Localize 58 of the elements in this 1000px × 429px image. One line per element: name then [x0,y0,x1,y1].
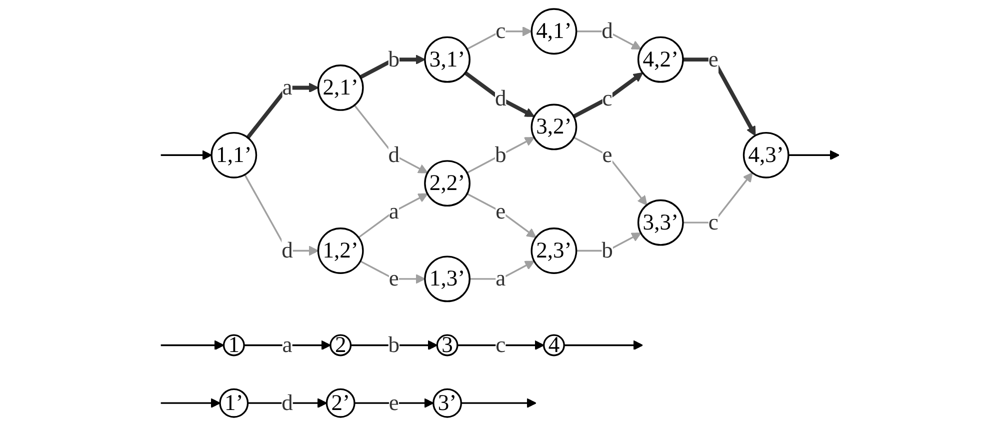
arrow [354,104,428,174]
edge-label: d [388,142,400,168]
edge-label: a [282,75,292,100]
edge-label: b [494,142,506,168]
edge-label: c [602,86,612,112]
arrow [457,340,544,350]
node-circle: 3’ [432,388,462,418]
node-circle: 2,2’ [424,160,470,207]
arrow [788,150,840,160]
node-circle: 2,3’ [530,228,578,274]
edge-label: e [496,199,506,224]
arrow [464,71,535,117]
arrow [683,58,756,136]
node-circle: 4 [542,334,565,356]
edge-label: c [496,18,506,44]
node-circle: 4,3’ [742,132,790,178]
arrow [160,340,224,350]
edge-label: b [388,47,400,72]
node-circle: 1’ [219,388,249,418]
edge-label: c [496,332,506,358]
arrow [244,340,331,350]
edge-label: e [388,390,399,416]
arrow [160,150,212,160]
edge-label: a [282,332,292,358]
edge-label: b [388,332,400,358]
node-circle: 2’ [326,388,356,418]
edge-label: d [282,238,293,264]
edge-label: c [708,210,718,235]
node-circle: 1,3’ [424,256,470,302]
edge-label: e [708,47,718,72]
arrow [358,193,428,238]
node-circle: 4,2’ [637,36,684,83]
node-circle: 1,1’ [210,132,258,178]
arrow [466,193,536,238]
edge-label: e [388,266,399,292]
edge-label: e [602,142,612,168]
edge-label: d [282,390,293,416]
arrow [246,82,319,139]
node-circle: 2 [330,334,352,356]
node-circle: 3 [436,334,458,356]
node-circle: 3,3’ [637,199,684,246]
arrow [461,398,536,408]
node-circle: 1 [222,334,245,356]
edge-label: b [602,238,613,264]
node-circle: 4,1’ [530,8,578,55]
arrow [573,136,648,206]
edge-label: a [388,199,399,224]
node-circle: 3,1’ [424,36,470,83]
node-circle: 3,2’ [530,104,578,150]
node-circle: 2,1’ [317,64,364,111]
edge-label: d [494,86,506,112]
node-circle: 1,2’ [317,228,364,274]
arrow [572,72,644,118]
edge-label: a [496,266,506,292]
arrow [160,398,220,408]
edge-label: d [602,18,613,44]
arrow [564,340,644,350]
arrow [466,136,535,174]
